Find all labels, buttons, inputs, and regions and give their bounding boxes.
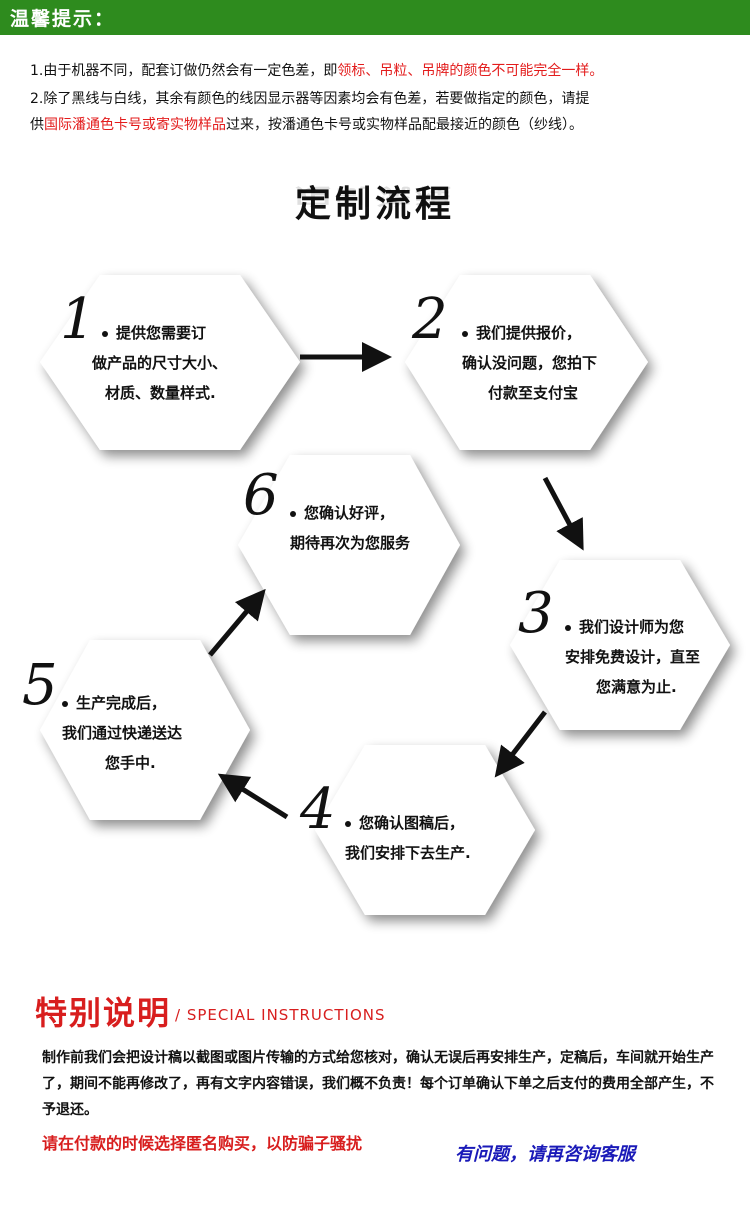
- arrow-2-to-3: [542, 476, 584, 551]
- step-3-line-3: 您满意为止.: [596, 678, 677, 696]
- hexagon-step-3: [510, 560, 730, 730]
- special-body: 制作前我们会把设计稿以截图或图片传输的方式给您核对，确认无误后再安排生产，定稿后…: [42, 1050, 714, 1118]
- hexagon-step-6: [238, 455, 460, 635]
- notice-line-1-text: 1.由于机器不同，配套订做仍然会有一定色差，即: [30, 63, 338, 79]
- header-bar: 温馨提示：: [0, 0, 750, 35]
- step-3-line-1: 我们设计师为您: [565, 612, 684, 642]
- arrow-5-to-6: [208, 588, 266, 657]
- notice-line-1-highlight: 领标、吊粒、吊牌的颜色不可能完全一样。: [337, 63, 604, 79]
- bullet-dot: [62, 700, 68, 707]
- hexagon-step-1: [40, 275, 300, 450]
- notice-line-1: 1.由于机器不同，配套订做仍然会有一定色差，即领标、吊粒、吊牌的颜色不可能完全一…: [30, 58, 603, 84]
- bullet-dot: [102, 330, 108, 337]
- hexagon-step-5: [40, 640, 250, 820]
- step-6-line-1: 您确认好评，: [290, 498, 394, 528]
- step-3-number: 3: [518, 581, 554, 646]
- special-subtitle: / SPECIAL INSTRUCTIONS: [175, 1006, 386, 1024]
- step-1-line-1-text: 提供您需要订: [116, 324, 207, 342]
- step-2-line-3: 付款至支付宝: [488, 384, 579, 402]
- bullet-dot: [290, 510, 296, 517]
- bullet-dot: [565, 624, 571, 631]
- step-6-line-1-text: 您确认好评，: [304, 504, 395, 522]
- step-2-line-1: 我们提供报价，: [462, 318, 581, 348]
- arrow-3-to-4: [494, 710, 547, 778]
- notice-line-2: 2.除了黑线与白线，其余有颜色的线因显示器等因素均会有色差，若要做指定的颜色，请…: [30, 91, 590, 107]
- step-2-number: 2: [412, 287, 448, 352]
- flow-title: 定制流程: [294, 184, 455, 225]
- step-5-line-2: 我们通过快递送达: [62, 724, 183, 742]
- step-4-line-1: 您确认图稿后，: [345, 808, 464, 838]
- step-1-number: 1: [60, 287, 96, 352]
- hexagon-step-2: [405, 275, 648, 450]
- step-3-line-2: 安排免费设计，直至: [565, 648, 701, 666]
- arrow-4-to-5: [217, 773, 289, 820]
- step-5-line-1-text: 生产完成后，: [76, 694, 167, 712]
- notice-line-3-highlight: 国际潘通色卡号或寄实物样品: [44, 117, 226, 133]
- step-2-line-2: 确认没问题，您拍下: [462, 354, 598, 372]
- step-5-number: 5: [22, 653, 58, 718]
- step-4-line-2: 我们安排下去生产.: [345, 844, 471, 862]
- step-1-line-1: 提供您需要订: [102, 318, 206, 348]
- contact-support-text: 有问题，请再咨询客服: [455, 1144, 635, 1165]
- notice-line-3-text-a: 供: [30, 117, 44, 133]
- step-6-line-2: 期待再次为您服务: [290, 534, 411, 552]
- step-6-number: 6: [243, 463, 279, 528]
- step-3-line-1-text: 我们设计师为您: [579, 618, 685, 636]
- step-5-line-3: 您手中.: [105, 754, 156, 772]
- notice-line-3-text-b: 过来，按潘通色卡号或实物样品配最接近的颜色（纱线）。: [226, 117, 583, 133]
- step-1-line-2: 做产品的尺寸大小、: [92, 354, 228, 372]
- bullet-dot: [462, 330, 468, 337]
- step-4-number: 4: [300, 777, 336, 842]
- notice-line-3: 供国际潘通色卡号或寄实物样品过来，按潘通色卡号或实物样品配最接近的颜色（纱线）。: [30, 112, 583, 138]
- step-5-line-1: 生产完成后，: [62, 688, 166, 718]
- step-4-line-1-text: 您确认图稿后，: [359, 814, 465, 832]
- special-title: 特别说明: [35, 994, 172, 1032]
- hexagon-step-4: [315, 745, 535, 915]
- bullet-dot: [345, 820, 351, 827]
- header-title: 温馨提示：: [10, 8, 116, 30]
- special-warning: 请在付款的时候选择匿名购买，以防骗子骚扰: [42, 1134, 363, 1153]
- step-2-line-1-text: 我们提供报价，: [476, 324, 582, 342]
- step-1-line-3: 材质、数量样式.: [105, 384, 216, 402]
